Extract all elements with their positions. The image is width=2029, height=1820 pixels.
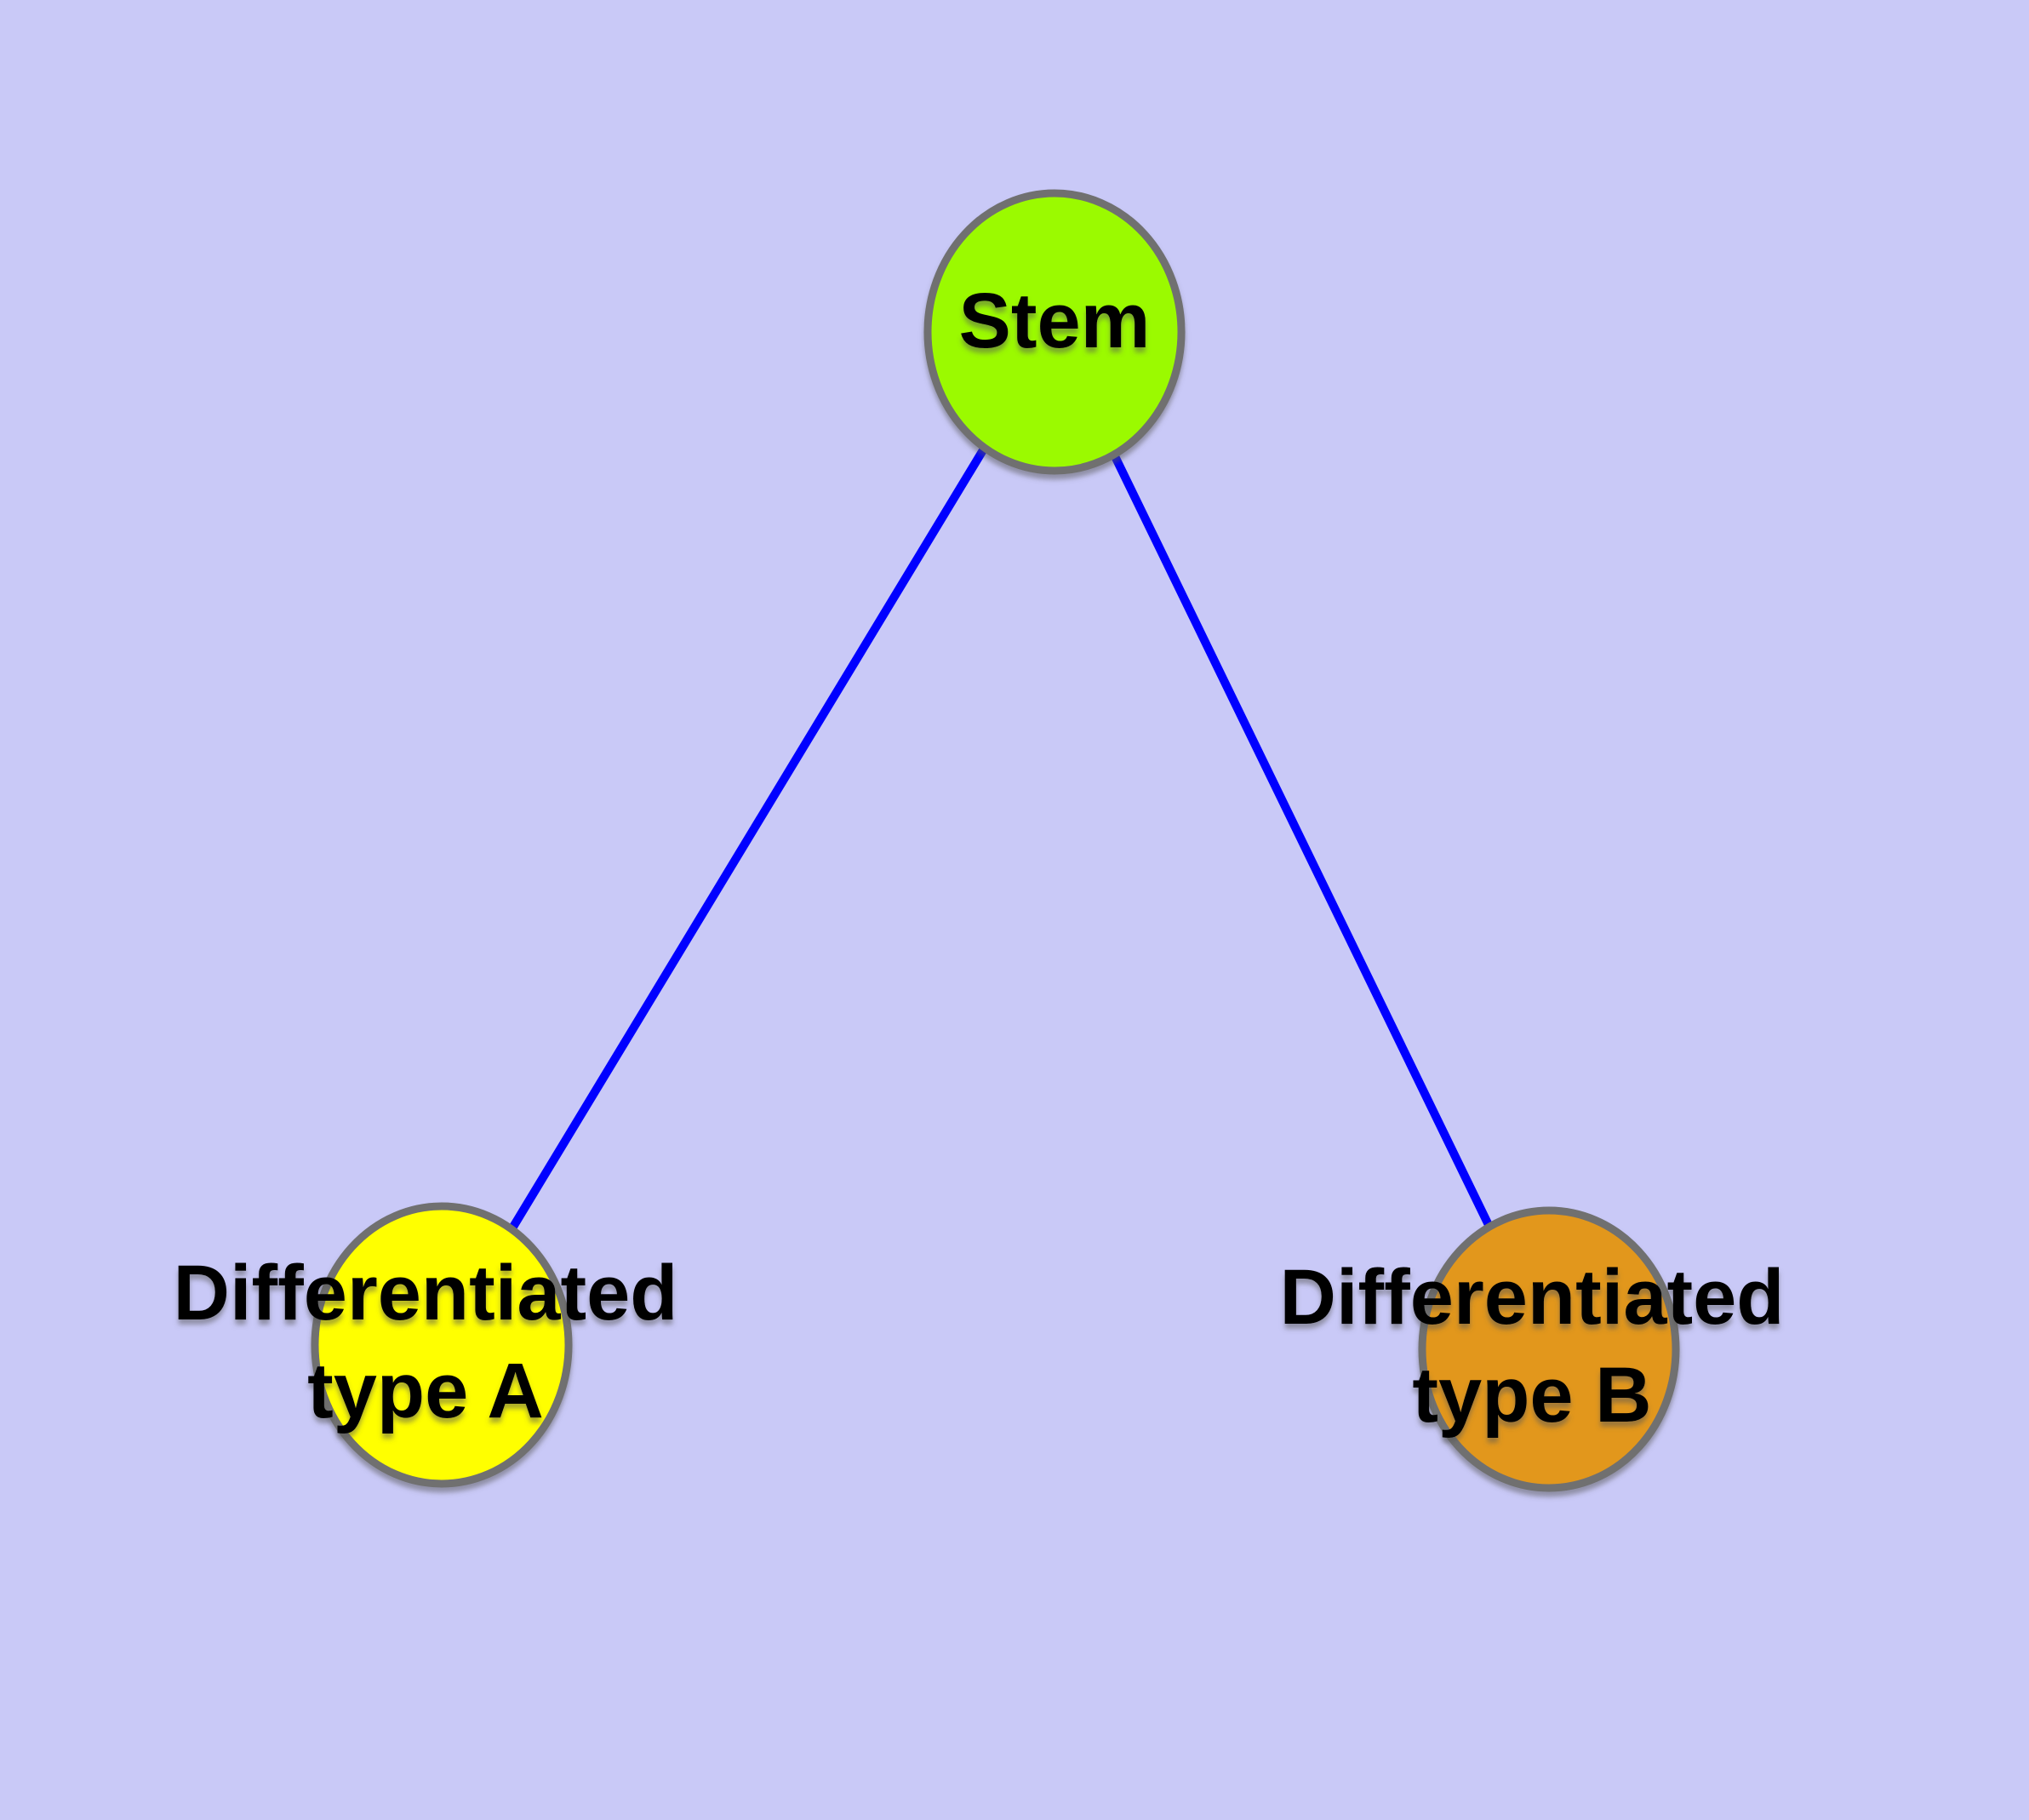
node-differentiated-type-a: [311, 1202, 573, 1488]
edge-stem-to-type-b: [1050, 328, 1553, 1354]
node-type-a-label-line1: Differentiated: [174, 1250, 678, 1336]
edge-stem-to-type-a: [437, 328, 1059, 1349]
node-stem-label: Stem: [959, 278, 1151, 364]
node-type-b-label-line1: Differentiated: [1280, 1254, 1785, 1341]
node-differentiated-type-b: [1418, 1206, 1680, 1492]
node-type-a-label-line2: type A: [307, 1348, 544, 1434]
node-type-b-label-line2: type B: [1412, 1352, 1651, 1439]
node-stem: [923, 189, 1186, 475]
